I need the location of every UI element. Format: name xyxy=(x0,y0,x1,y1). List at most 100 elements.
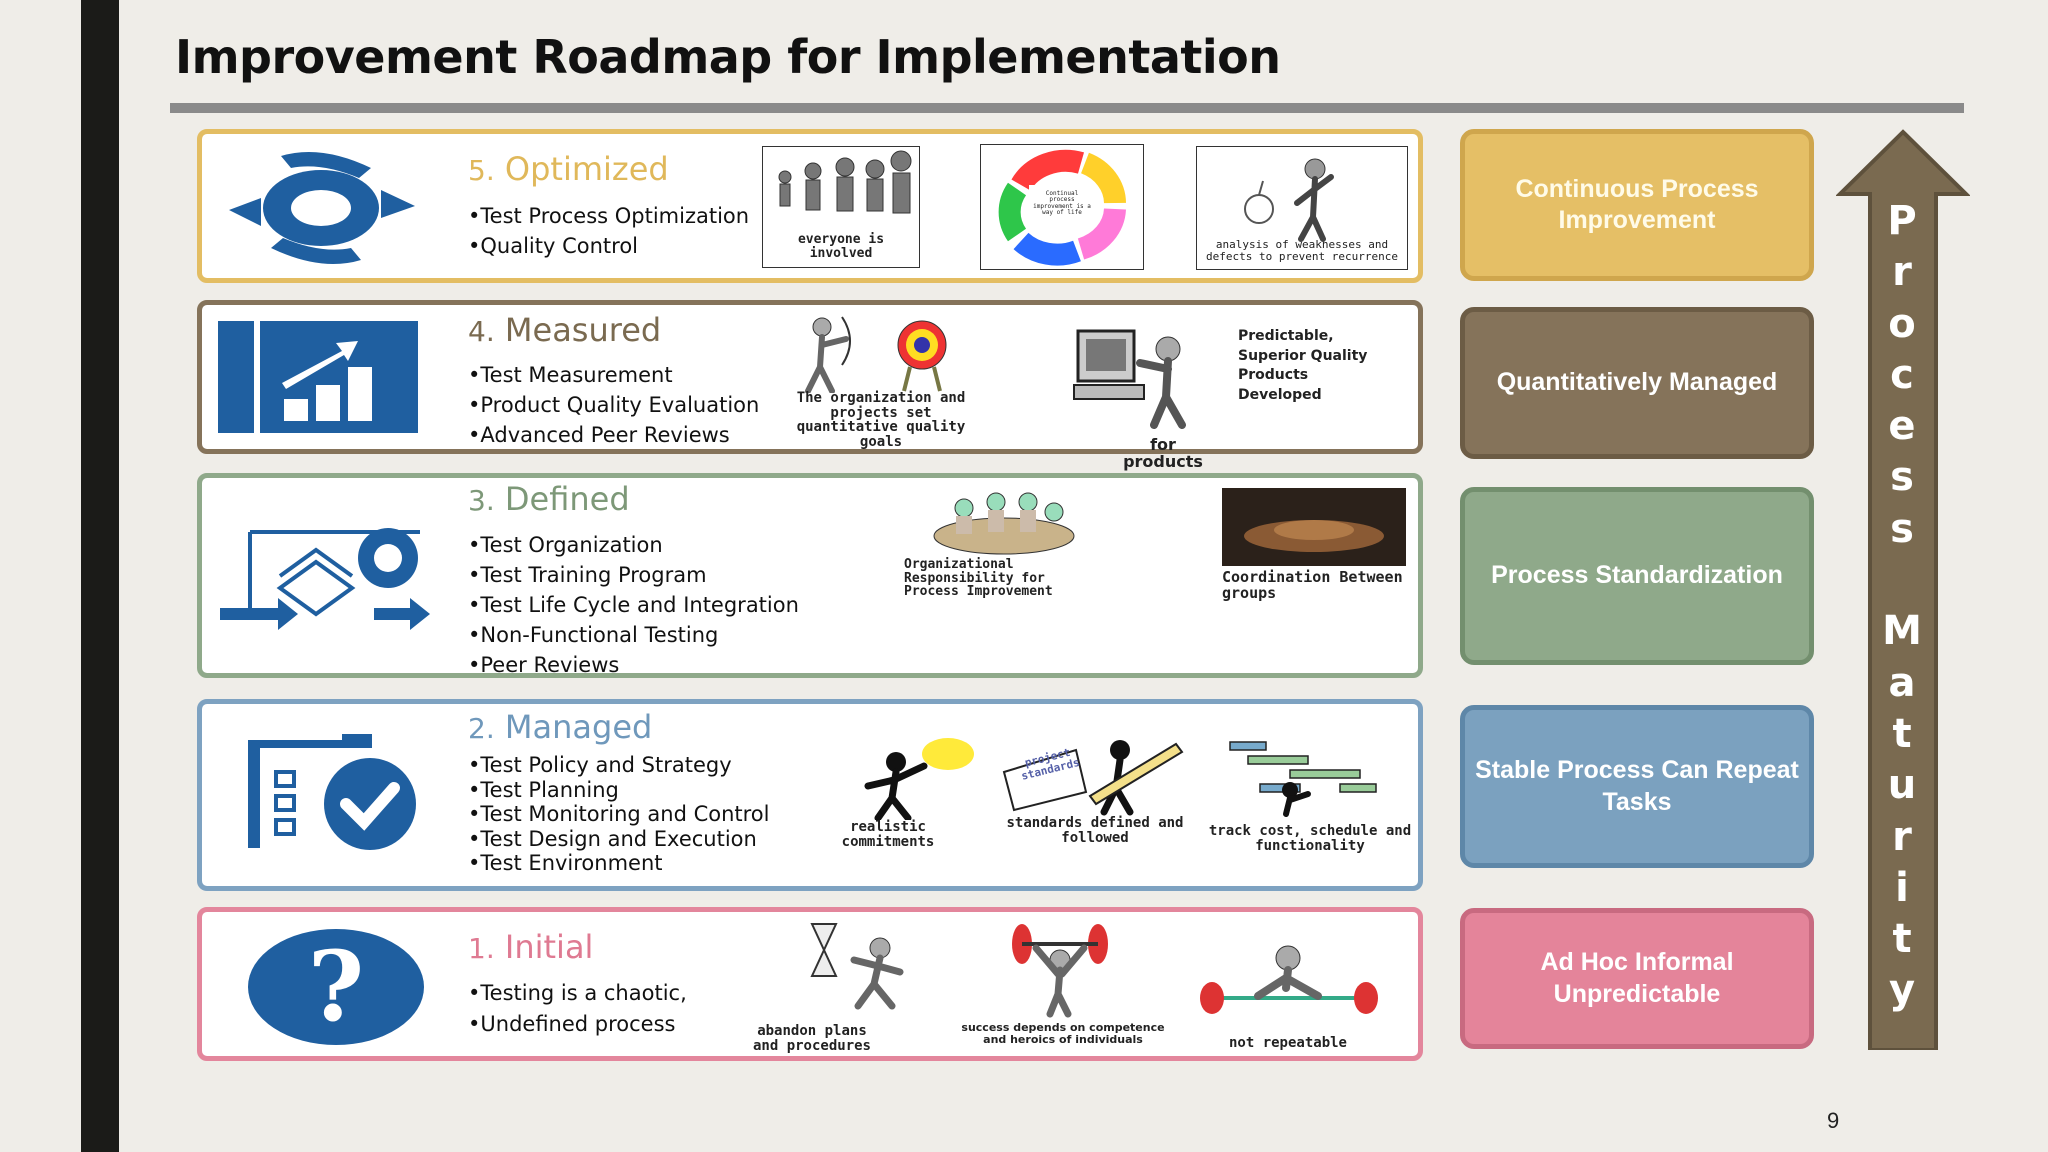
level-number: 4. xyxy=(468,315,495,348)
clip-caption: not repeatable xyxy=(1228,1035,1347,1051)
maturity-letter: a xyxy=(1888,659,1916,706)
level-bullets: Test Measurement Product Quality Evaluat… xyxy=(468,360,759,450)
analysis-clipart: analysis of weaknesses and defects to pr… xyxy=(1196,146,1408,270)
left-accent-bar xyxy=(81,0,119,1152)
bullet-item: Testing is a chaotic, xyxy=(468,978,686,1009)
maturity-letter: u xyxy=(1887,762,1917,809)
level-number: 3. xyxy=(468,484,495,517)
team-clipart: everyone is involved xyxy=(762,146,920,268)
maturity-letter: M xyxy=(1882,608,1922,655)
process-gear-icon xyxy=(220,528,430,630)
level-defined-panel: 3. Defined Test Organization Test Traini… xyxy=(197,473,1423,678)
maturity-box-measured: Quantitatively Managed xyxy=(1460,307,1814,459)
clip-caption: for products xyxy=(1123,435,1203,471)
maturity-letter xyxy=(1870,555,1934,606)
archer-icon xyxy=(805,316,947,394)
bullet-item: Test Organization xyxy=(468,530,799,560)
level-managed-panel: 2. Managed Test Policy and Strategy Test… xyxy=(197,699,1423,891)
hands-photo-icon xyxy=(1222,488,1406,566)
maturity-box-defined: Process Standardization xyxy=(1460,487,1814,665)
maturity-letter: t xyxy=(1892,710,1912,757)
level-measured-panel: 4. Measured Test Measurement Product Qua… xyxy=(197,300,1423,470)
level-bullets: Testing is a chaotic, Undefined process xyxy=(468,978,687,1040)
commitments-clipart: realistic commitments xyxy=(808,734,988,854)
maturity-letter: t xyxy=(1892,916,1912,963)
bullet-item: Product Quality Evaluation xyxy=(468,390,759,420)
clip-caption: analysis of weaknesses and defects to pr… xyxy=(1205,238,1399,263)
standards-clipart: project standards standards defined and … xyxy=(1000,732,1200,856)
hourglass-figure-icon xyxy=(810,923,904,1010)
bullet-item: Quality Control xyxy=(468,231,749,261)
maturity-letter: c xyxy=(1890,351,1914,398)
svg-text:?: ? xyxy=(308,930,364,1043)
dropped-weight-icon xyxy=(1200,945,1378,1014)
clip-caption: Organizational Responsibility for Proces… xyxy=(904,557,1053,600)
level-number: 5. xyxy=(468,154,495,187)
continual-cycle-clipart: Continual process improvement is a way o… xyxy=(980,144,1144,270)
level-title: Initial xyxy=(504,928,594,966)
team-meeting-clipart: Organizational Responsibility for Proces… xyxy=(904,488,1104,608)
level-bullets: Test Organization Test Training Program … xyxy=(468,530,799,680)
level-number: 1. xyxy=(468,932,495,965)
clip-caption: abandon plans and procedures xyxy=(752,1023,871,1054)
maturity-box-optimized: Continuous Process Improvement xyxy=(1460,129,1814,281)
cycle-arrows-icon xyxy=(229,152,415,264)
bullet-item: Peer Reviews xyxy=(468,650,799,680)
maturity-letter: e xyxy=(1888,403,1916,450)
gantt-clipart: track cost, schedule and functionality xyxy=(1200,734,1420,858)
clip-caption: everyone is involved xyxy=(797,232,885,261)
checklist-icon xyxy=(248,734,416,850)
pencil-figure-icon xyxy=(1002,740,1184,816)
coordination-photo: Coordination Between groups xyxy=(1222,488,1412,608)
maturity-letter: i xyxy=(1895,864,1909,911)
level-number: 2. xyxy=(468,712,495,745)
weightlifter-icon xyxy=(1012,924,1108,1018)
bullet-item: Non-Functional Testing xyxy=(468,620,799,650)
clip-caption: Predictable, Superior Quality Products D… xyxy=(1238,328,1368,403)
meeting-icon xyxy=(933,492,1075,555)
maturity-letter: s xyxy=(1890,454,1914,501)
page-number: 9 xyxy=(1827,1108,1840,1133)
bullet-item: Test Measurement xyxy=(468,360,759,390)
maturity-letter: r xyxy=(1892,249,1912,296)
maturity-letter: s xyxy=(1890,505,1914,552)
bullet-item: Advanced Peer Reviews xyxy=(468,420,759,450)
failed-lift-clipart: not repeatable xyxy=(1178,918,1398,1058)
clip-caption: realistic commitments xyxy=(841,819,935,850)
slide-title: Improvement Roadmap for Implementation xyxy=(175,30,1281,84)
level-initial-panel: ? 1. Initial Testing is a chaotic, Undef… xyxy=(197,907,1423,1061)
bullet-item: Test Training Program xyxy=(468,560,799,590)
archer-target-clipart: The organization and projects set quanti… xyxy=(786,311,976,451)
color-cycle-icon xyxy=(998,149,1126,266)
bar-chart-icon xyxy=(218,321,418,433)
level-title: Optimized xyxy=(504,150,669,188)
computer-figure-clipart: for products xyxy=(1070,313,1250,470)
maturity-box-initial: Ad Hoc Informal Unpredictable xyxy=(1460,908,1814,1049)
up-arrow-icon xyxy=(1836,129,1970,1050)
level-name: 3. Defined xyxy=(468,480,630,518)
level-title: Defined xyxy=(504,480,630,518)
question-icon: ? xyxy=(248,929,424,1045)
bullet-item: Test Design and Execution xyxy=(468,827,770,852)
thinking-figure-icon xyxy=(1244,158,1334,242)
bullet-item: Test Policy and Strategy xyxy=(468,753,770,778)
people-group-icon xyxy=(778,150,912,214)
process-maturity-label: P r o c e s s M a t u r i t y xyxy=(1870,196,1934,1017)
level-name: 1. Initial xyxy=(468,928,593,966)
title-underline xyxy=(170,103,1964,113)
level-title: Measured xyxy=(504,311,662,349)
level-optimized-panel: 5. Optimized Test Process Optimization Q… xyxy=(197,129,1423,283)
idea-figure-icon xyxy=(864,738,974,822)
bullet-item: Test Monitoring and Control xyxy=(468,802,769,827)
maturity-box-managed: Stable Process Can Repeat Tasks xyxy=(1460,705,1814,868)
clip-caption: success depends on competence and heroic… xyxy=(961,1021,1165,1046)
maturity-letter: r xyxy=(1892,813,1912,860)
clip-caption: The organization and projects set quanti… xyxy=(796,390,966,451)
bullet-item: Undefined process xyxy=(468,1009,687,1040)
level-name: 2. Managed xyxy=(468,708,652,746)
bullet-item: Test Planning xyxy=(468,778,770,803)
level-name: 5. Optimized xyxy=(468,150,669,188)
maturity-letter: o xyxy=(1888,300,1916,347)
clip-caption: track cost, schedule and functionality xyxy=(1208,823,1412,854)
bullet-item: Test Environment xyxy=(468,851,770,876)
